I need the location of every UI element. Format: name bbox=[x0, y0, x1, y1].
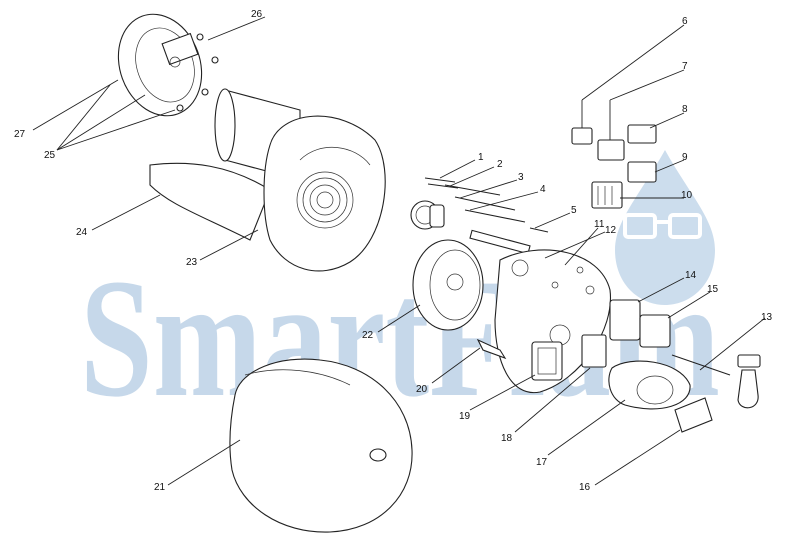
part-label-16: 16 bbox=[579, 482, 591, 493]
bracket-part bbox=[674, 397, 713, 433]
part-label-6: 6 bbox=[682, 16, 688, 27]
part-label-15: 15 bbox=[707, 284, 719, 295]
part-label-25: 25 bbox=[44, 150, 56, 161]
part-label-27: 27 bbox=[14, 129, 26, 140]
fan-wheel-part bbox=[412, 229, 531, 331]
part-label-3: 3 bbox=[518, 172, 524, 183]
relay-box-part bbox=[581, 334, 607, 368]
part-label-24: 24 bbox=[76, 227, 88, 238]
probe-elbow-part bbox=[671, 354, 761, 409]
electrode-rods-part bbox=[424, 177, 549, 233]
part-label-19: 19 bbox=[459, 411, 471, 422]
transformer-part bbox=[531, 341, 563, 381]
part-label-9: 9 bbox=[682, 152, 688, 163]
part-label-18: 18 bbox=[501, 433, 513, 444]
burner-housing-part bbox=[149, 88, 386, 272]
part-label-20: 20 bbox=[416, 384, 428, 395]
part-label-5: 5 bbox=[571, 205, 577, 216]
part-label-10: 10 bbox=[681, 190, 693, 201]
part-label-22: 22 bbox=[362, 330, 374, 341]
part-label-7: 7 bbox=[682, 61, 688, 72]
part-label-23: 23 bbox=[186, 257, 198, 268]
watermark-drop-icon bbox=[615, 150, 715, 305]
part-label-12: 12 bbox=[605, 225, 617, 236]
cable-part bbox=[476, 338, 507, 360]
flange-plate-part bbox=[117, 13, 219, 117]
pump-motor-part bbox=[608, 360, 691, 410]
part-label-1: 1 bbox=[478, 152, 484, 163]
part-number-labels: 26 27 25 24 23 1 2 3 4 5 6 7 8 9 10 11 1… bbox=[14, 9, 773, 493]
connector-blocks-part bbox=[571, 124, 657, 209]
part-label-2: 2 bbox=[497, 159, 503, 170]
part-label-26: 26 bbox=[251, 9, 263, 20]
control-box-part bbox=[609, 299, 671, 348]
small-gear-part bbox=[410, 200, 445, 230]
part-label-4: 4 bbox=[540, 184, 546, 195]
burner-cover-part bbox=[229, 358, 413, 533]
part-label-13: 13 bbox=[761, 312, 773, 323]
part-label-21: 21 bbox=[154, 482, 166, 493]
part-label-8: 8 bbox=[682, 104, 688, 115]
leader-lines bbox=[32, 16, 766, 486]
part-label-14: 14 bbox=[685, 270, 697, 281]
part-label-17: 17 bbox=[536, 457, 548, 468]
part-label-11: 11 bbox=[594, 219, 605, 230]
